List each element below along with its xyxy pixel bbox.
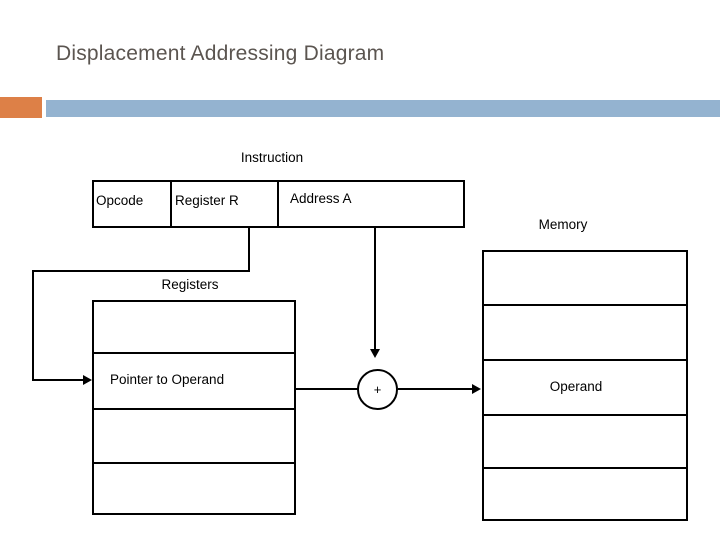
connector-register-segment-right — [32, 379, 84, 381]
connector-register-segment-left — [32, 270, 250, 272]
memory-table — [482, 250, 688, 521]
connector-register-segment-down2 — [32, 270, 34, 380]
adder-node: + — [357, 369, 398, 410]
registers-row-divider-1 — [92, 352, 296, 354]
instruction-label: Instruction — [240, 150, 304, 165]
instruction-field-opcode: Opcode — [96, 193, 144, 208]
instruction-divider-1 — [170, 180, 172, 228]
memory-row-divider-1 — [482, 304, 688, 306]
page-title: Displacement Addressing Diagram — [56, 42, 385, 65]
connector-pointer-to-adder — [296, 388, 358, 390]
instruction-field-address: Address A — [290, 191, 352, 206]
memory-label: Memory — [538, 217, 588, 232]
arrowhead-into-adder-icon — [370, 349, 380, 358]
registers-table — [92, 300, 296, 515]
accent-bar-orange — [0, 97, 42, 118]
connector-register-segment-down — [248, 228, 250, 272]
connector-address-to-adder — [374, 228, 376, 350]
memory-row-divider-2 — [482, 359, 688, 361]
registers-row-divider-3 — [92, 462, 296, 464]
memory-row-operand: Operand — [549, 379, 603, 394]
memory-row-divider-4 — [482, 467, 688, 469]
arrowhead-into-memory-icon — [472, 384, 481, 394]
registers-row-divider-2 — [92, 408, 296, 410]
accent-bar-blue — [46, 100, 720, 117]
registers-row-pointer-to-operand: Pointer to Operand — [110, 372, 225, 387]
instruction-divider-2 — [277, 180, 279, 228]
arrowhead-into-registers-icon — [83, 375, 92, 385]
instruction-field-register: Register R — [175, 193, 239, 208]
memory-row-divider-3 — [482, 414, 688, 416]
connector-adder-to-memory — [398, 388, 474, 390]
registers-label: Registers — [161, 277, 219, 292]
